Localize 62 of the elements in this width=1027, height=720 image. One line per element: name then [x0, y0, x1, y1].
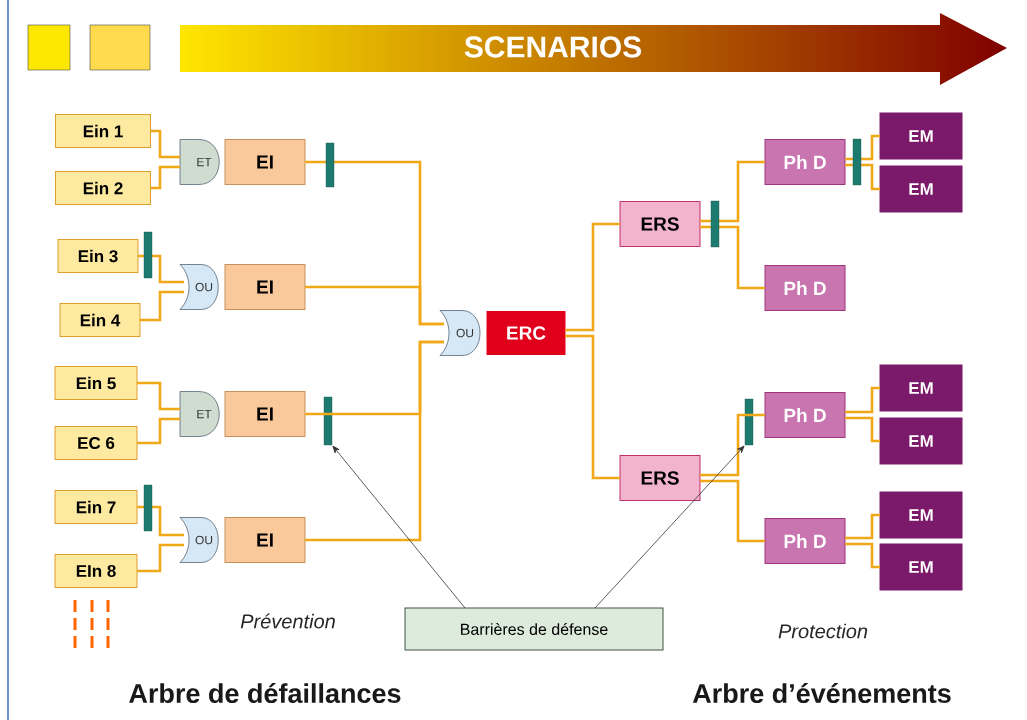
input-box: Ein 1 [55, 114, 151, 148]
connector-line [700, 413, 765, 477]
and-gate: ET [179, 139, 220, 185]
input-box: Ein 4 [59, 303, 141, 337]
connector-line [845, 513, 880, 540]
or-gate: OU [439, 310, 481, 356]
connector-line [700, 160, 765, 223]
event-box: EM [879, 112, 963, 160]
direction-arrow: SCENARIOS [464, 36, 641, 58]
connector-line [565, 222, 620, 332]
connector-line [150, 129, 180, 159]
event-box: EM [879, 417, 963, 465]
event-box: Ph D [764, 265, 846, 311]
and-gate: ET [179, 391, 220, 437]
input-box: Ein 3 [57, 239, 139, 273]
event-box: ERS [619, 201, 701, 247]
connector-line [140, 290, 184, 322]
connector-line [150, 165, 180, 190]
barrier-bar [323, 396, 333, 446]
event-box: EI [224, 264, 306, 310]
connector-line [700, 225, 765, 290]
barrier-bar [744, 398, 754, 446]
input-box: Ein 7 [54, 490, 138, 524]
connector-line [845, 542, 880, 569]
heading: Arbre d’événements [692, 682, 951, 704]
input-box: Ein 5 [54, 366, 138, 400]
input-box: Ein 2 [55, 171, 151, 205]
section-label: Prévention [240, 613, 335, 629]
or-gate: OU [179, 264, 219, 310]
input-box: EIn 8 [54, 554, 138, 588]
event-box: EI [224, 517, 306, 563]
leader-line [332, 445, 466, 609]
connector-line [845, 416, 880, 443]
connector-line [305, 285, 444, 326]
event-box: EM [879, 165, 963, 213]
or-gate: OU [179, 517, 219, 563]
section-label: Protection [778, 623, 868, 639]
connector-line [845, 134, 880, 161]
connector-line [137, 505, 184, 537]
connector-line [138, 254, 184, 284]
event-box: EI [224, 391, 306, 437]
event-box: ERS [619, 455, 701, 501]
connector-line [305, 340, 444, 542]
event-box: EI [224, 139, 306, 185]
connector-line [137, 381, 180, 411]
event-box: Ph D [764, 139, 846, 185]
legend-box: Barrières de défense [404, 607, 664, 651]
connector-line [137, 417, 180, 445]
event-box: EM [879, 491, 963, 539]
connector-line [137, 543, 184, 573]
heading: Arbre de défaillances [129, 682, 401, 704]
central-event-box: ERC [486, 311, 566, 355]
event-box: EM [879, 364, 963, 412]
leader-line [594, 445, 745, 609]
connector-line [700, 479, 765, 543]
connector-line [845, 163, 880, 191]
input-box: EC 6 [54, 426, 138, 460]
event-box: Ph D [764, 392, 846, 438]
event-box: Ph D [764, 518, 846, 564]
connector-line [845, 386, 880, 414]
connector-line [565, 334, 620, 480]
event-box: EM [879, 543, 963, 591]
